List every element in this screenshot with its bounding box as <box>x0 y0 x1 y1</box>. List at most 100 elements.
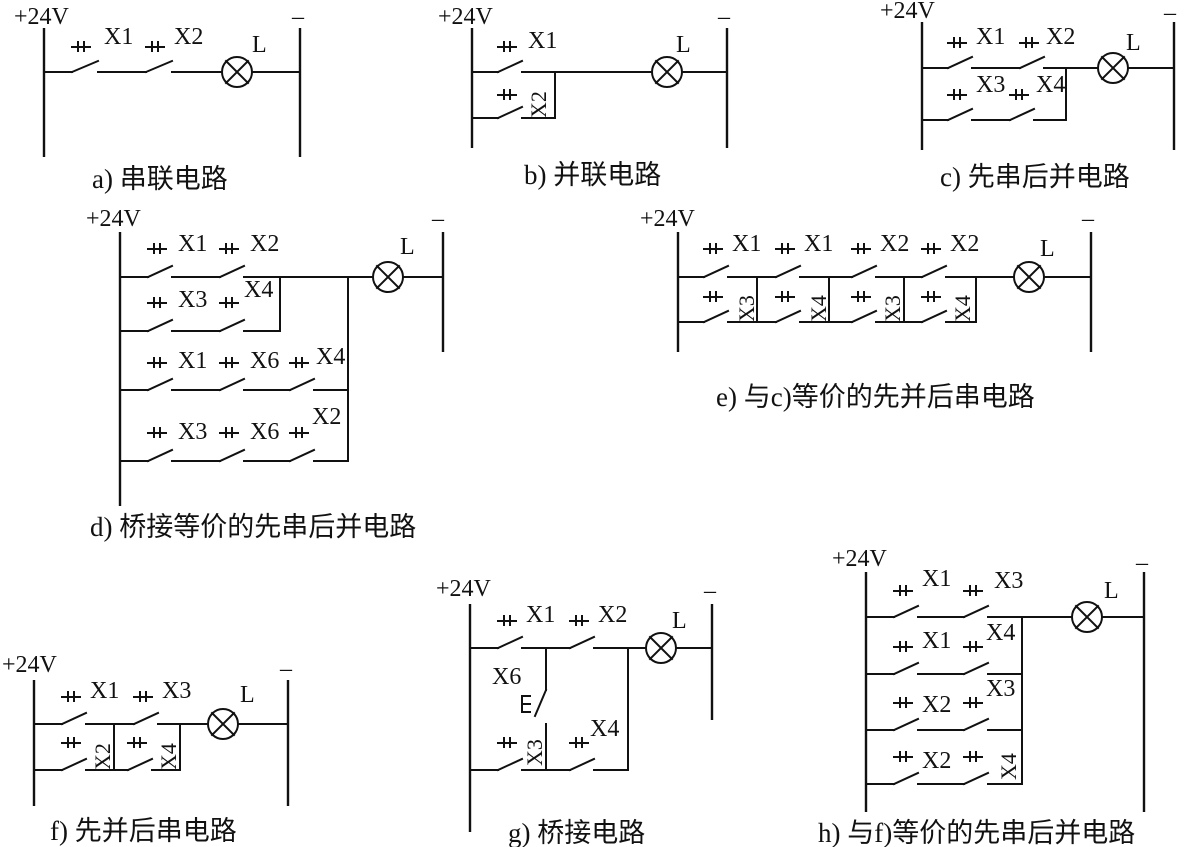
svg-text:L: L <box>1104 578 1119 604</box>
row-x1-x6-x4: X1 X6 X4 <box>119 344 349 392</box>
svg-text:X3: X3 <box>734 295 759 322</box>
circuit-b: +24V – X1 X2 L b) 并联电路 <box>438 4 731 190</box>
supply-label: +24V <box>640 206 696 232</box>
supply-label: +24V <box>438 4 494 30</box>
svg-text:X3: X3 <box>178 287 207 313</box>
supply-label: +24V <box>86 206 142 232</box>
svg-text:X6: X6 <box>250 348 279 374</box>
caption-b: b) 并联电路 <box>524 160 661 190</box>
svg-text:X4: X4 <box>590 716 619 742</box>
svg-text:X3: X3 <box>976 72 1005 98</box>
caption-a: a) 串联电路 <box>92 164 228 194</box>
row-x1-x4: X1 X4 <box>865 620 1023 676</box>
svg-text:X1: X1 <box>90 678 119 704</box>
svg-text:X1: X1 <box>528 28 557 54</box>
top-branch: X1 X2 <box>469 602 647 650</box>
svg-text:X4: X4 <box>996 753 1021 780</box>
circuit-d: +24V – X1 X2 X3 X4 <box>86 206 445 542</box>
svg-text:X3: X3 <box>178 419 207 445</box>
branch-x1-x2: X1 X2 <box>921 24 1099 70</box>
svg-text:X1: X1 <box>104 24 133 50</box>
stage-x2-x3: X2 X3 <box>828 231 923 324</box>
bottom-branch: X3 X4 <box>469 647 629 772</box>
svg-text:X2: X2 <box>526 91 551 118</box>
svg-text:X6: X6 <box>492 664 521 690</box>
negative-label: – <box>291 4 305 30</box>
stage-x1-x4: X1 X4 <box>756 231 853 324</box>
svg-text:X1: X1 <box>804 231 833 257</box>
svg-text:X4: X4 <box>244 277 273 303</box>
svg-text:X2: X2 <box>598 602 627 628</box>
caption-g: g) 桥接电路 <box>508 818 645 847</box>
svg-text:X2: X2 <box>922 748 951 774</box>
negative-label: – <box>1135 550 1149 576</box>
svg-text:X1: X1 <box>178 231 207 257</box>
lamp-l: L <box>1097 30 1175 84</box>
circuit-h: +24V – X1 X3 X1 X4 <box>818 546 1149 847</box>
lamp-l: L <box>645 608 713 664</box>
svg-text:X3: X3 <box>880 295 905 322</box>
contact-x1: X1 <box>43 24 133 74</box>
svg-text:X4: X4 <box>316 344 345 370</box>
bridge-x6: X6 <box>492 647 548 771</box>
supply-label: +24V <box>436 576 492 602</box>
svg-text:X2: X2 <box>880 231 909 257</box>
negative-label: – <box>279 656 293 682</box>
supply-label: +24V <box>14 4 70 30</box>
svg-text:X1: X1 <box>976 24 1005 50</box>
circuit-f: +24V – X1 X2 X3 X4 <box>2 652 293 846</box>
row-x1-x3: X1 X3 <box>865 566 1073 619</box>
svg-text:L: L <box>1126 30 1141 56</box>
caption-e: e) 与c)等价的先并后串电路 <box>716 382 1035 412</box>
svg-text:X1: X1 <box>922 566 951 592</box>
svg-text:X3: X3 <box>994 568 1023 594</box>
svg-text:X2: X2 <box>90 743 115 770</box>
negative-label: – <box>717 4 731 30</box>
circuit-g: +24V – X1 X2 X6 X3 <box>436 576 717 847</box>
svg-text:X4: X4 <box>156 743 181 770</box>
caption-h: h) 与f)等价的先串后并电路 <box>818 818 1135 847</box>
lamp-l: L <box>1071 578 1145 633</box>
svg-text:X1: X1 <box>922 628 951 654</box>
svg-text:L: L <box>400 234 415 260</box>
svg-text:X2: X2 <box>1046 24 1075 50</box>
contact-x1: X1 <box>471 28 653 74</box>
svg-text:X1: X1 <box>526 602 555 628</box>
svg-text:X3: X3 <box>986 676 1015 702</box>
stage-x3-x4: X3 X4 <box>113 678 209 772</box>
lamp-l: L <box>207 682 289 740</box>
svg-text:X1: X1 <box>732 231 761 257</box>
stage-x1-x3: X1 X3 <box>677 231 777 324</box>
svg-text:X4: X4 <box>1036 72 1065 98</box>
svg-text:X3: X3 <box>162 678 191 704</box>
caption-f: f) 先并后串电路 <box>50 816 237 846</box>
lamp-l: L <box>372 234 444 293</box>
negative-label: – <box>431 206 445 232</box>
svg-text:X3: X3 <box>522 739 547 766</box>
row-x1-x2: X1 X2 <box>119 231 373 279</box>
negative-label: – <box>1163 0 1177 26</box>
svg-text:L: L <box>676 32 691 58</box>
row-x2-x3: X2 X3 <box>865 676 1023 732</box>
supply-label: +24V <box>2 652 58 678</box>
lamp-l: L <box>221 32 301 88</box>
svg-text:L: L <box>240 682 255 708</box>
svg-text:X2: X2 <box>922 692 951 718</box>
svg-text:X2: X2 <box>312 404 341 430</box>
svg-text:X4: X4 <box>950 295 975 322</box>
svg-text:X2: X2 <box>250 231 279 257</box>
svg-text:X2: X2 <box>950 231 979 257</box>
negative-label: – <box>1081 206 1095 232</box>
row-x2-x4: X2 X4 <box>865 748 1023 786</box>
caption-c: c) 先串后并电路 <box>940 162 1130 192</box>
svg-text:L: L <box>672 608 687 634</box>
svg-text:L: L <box>1040 236 1055 262</box>
stage-x1-x2: X1 X2 <box>33 678 135 772</box>
supply-label: +24V <box>832 546 888 572</box>
stage-x2-x4: X2 X4 <box>903 231 1015 324</box>
svg-text:X6: X6 <box>250 419 279 445</box>
svg-text:X1: X1 <box>178 348 207 374</box>
row-x3-x6-x2: X3 X6 X2 <box>119 404 349 463</box>
svg-text:L: L <box>252 32 267 58</box>
